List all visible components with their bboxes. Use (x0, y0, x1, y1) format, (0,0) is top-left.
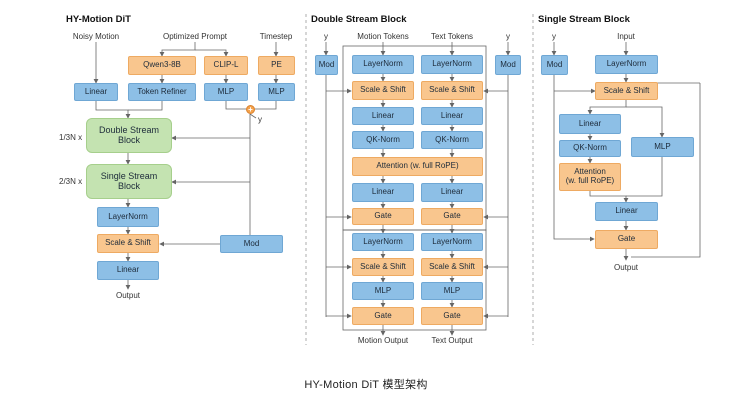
timestep-label: Timestep (259, 32, 293, 41)
single-gate-box: Gate (595, 230, 658, 249)
motion-gate-box: Gate (352, 208, 414, 225)
single-attention-box: Attention (w. full RoPE) (559, 163, 621, 191)
motion-qknorm-box: QK-Norm (352, 131, 414, 149)
middle-section-title: Double Stream Block (311, 14, 407, 25)
single-qknorm-box: QK-Norm (559, 140, 621, 157)
single-mod-box: Mod (541, 55, 568, 75)
text-output-label: Text Output (431, 336, 473, 345)
text-gate-box: Gate (421, 208, 483, 225)
mod-left-box: Mod (315, 55, 338, 75)
text-linear-box: Linear (421, 107, 483, 125)
optimized-prompt-label: Optimized Prompt (162, 32, 228, 41)
motion-linear-box: Linear (352, 107, 414, 125)
token-refiner-box: Token Refiner (128, 83, 196, 101)
left-output-label: Output (115, 291, 141, 300)
text-scale-shift-box: Scale & Shift (421, 81, 483, 100)
single-block-multiplier: 2/3N x (59, 177, 83, 186)
mod-right-box: Mod (495, 55, 521, 75)
text-qknorm-box: QK-Norm (421, 131, 483, 149)
single-scale-shift-box: Scale & Shift (595, 82, 658, 100)
final-layernorm-box: LayerNorm (97, 207, 159, 227)
clip-encoder-box: CLIP-L (204, 56, 248, 75)
motion-tokens-label: Motion Tokens (357, 32, 409, 41)
pe-mlp-box: MLP (258, 83, 295, 101)
text-out-linear-box: Linear (421, 183, 483, 202)
clip-mlp-box: MLP (204, 83, 248, 101)
text-tokens-label: Text Tokens (430, 32, 474, 41)
double-block-multiplier: 1/3N x (59, 133, 83, 142)
single-linear-box: Linear (559, 114, 621, 134)
text-layernorm2-box: LayerNorm (421, 233, 483, 251)
y-label-mid-right: y (506, 32, 510, 41)
add-node-icon: + (246, 105, 255, 114)
final-scale-shift-box: Scale & Shift (97, 234, 159, 253)
left-section-title: HY-Motion DiT (66, 14, 131, 25)
motion-gate2-box: Gate (352, 307, 414, 325)
joint-attention-box: Attention (w. full RoPE) (352, 157, 483, 176)
motion-layernorm2-box: LayerNorm (352, 233, 414, 251)
right-section-title: Single Stream Block (538, 14, 630, 25)
motion-output-label: Motion Output (357, 336, 409, 345)
noisy-motion-label: Noisy Motion (72, 32, 120, 41)
motion-scale-shift2-box: Scale & Shift (352, 258, 414, 276)
input-linear-box: Linear (74, 83, 118, 101)
qwen-encoder-box: Qwen3-8B (128, 56, 196, 75)
text-layernorm-box: LayerNorm (421, 55, 483, 74)
double-stream-block: Double Stream Block (86, 118, 172, 153)
final-mod-box: Mod (220, 235, 283, 253)
input-label: Input (617, 32, 635, 41)
figure-caption: HY-Motion DiT 模型架构 (304, 379, 428, 391)
text-scale-shift2-box: Scale & Shift (421, 258, 483, 276)
motion-out-linear-box: Linear (352, 183, 414, 202)
single-linear2-box: Linear (595, 202, 658, 221)
single-mlp-box: MLP (631, 137, 694, 157)
single-layernorm-box: LayerNorm (595, 55, 658, 74)
output-linear-box: Linear (97, 261, 159, 280)
y-label-right: y (552, 32, 556, 41)
single-stream-block: Single Stream Block (86, 164, 172, 199)
text-mlp-box: MLP (421, 282, 483, 300)
motion-scale-shift-box: Scale & Shift (352, 81, 414, 100)
motion-layernorm-box: LayerNorm (352, 55, 414, 74)
y-label-left: y (258, 115, 262, 124)
y-label-mid-left: y (324, 32, 328, 41)
motion-mlp-box: MLP (352, 282, 414, 300)
pe-box: PE (258, 56, 295, 75)
text-gate2-box: Gate (421, 307, 483, 325)
right-output-label: Output (613, 263, 639, 272)
